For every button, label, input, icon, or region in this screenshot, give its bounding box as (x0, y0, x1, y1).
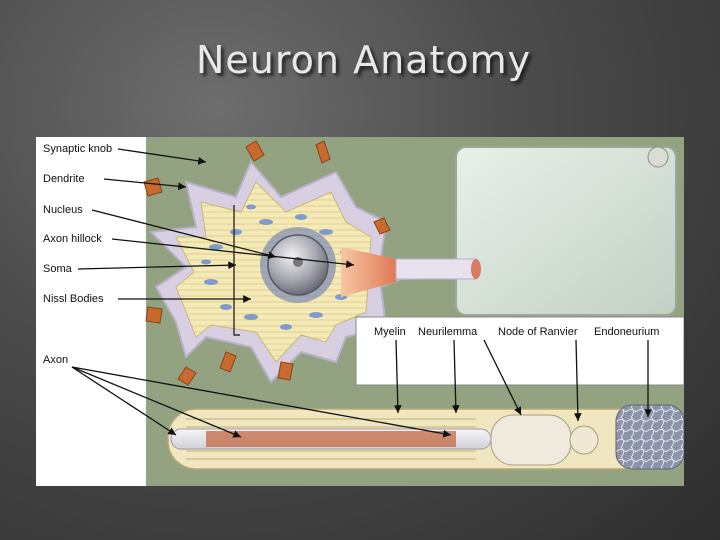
label-nucleus: Nucleus (43, 204, 83, 216)
label-neurilemma: Neurilemma (418, 326, 478, 338)
slide-title: Neuron Anatomy (196, 38, 532, 82)
neuron-diagram: Synaptic knob Dendrite Nucleus Axon hill… (36, 137, 684, 486)
arrow-axon-1 (71, 366, 177, 436)
endoneurium (615, 404, 684, 470)
arrow-neurilemma (451, 339, 460, 414)
synaptic-knobs (143, 140, 391, 386)
axon-hillock (341, 247, 396, 297)
arrow-synaptic-knob (117, 148, 207, 165)
label-endoneurium: Endoneurium (594, 326, 659, 338)
label-myelin: Myelin (374, 326, 406, 338)
arrow-axon-3 (71, 366, 452, 438)
arrow-axon-2 (71, 366, 242, 438)
arrow-nucleus (91, 209, 277, 259)
arrow-myelin (393, 339, 402, 414)
neuron-model-photo: Synaptic knob Dendrite Nucleus Axon hill… (36, 137, 684, 486)
label-synaptic-knob: Synaptic knob (43, 143, 112, 155)
label-dendrite: Dendrite (43, 173, 85, 185)
label-nissl-bodies: Nissl Bodies (43, 293, 104, 305)
label-panel (36, 137, 146, 486)
arrow-soma (77, 261, 237, 270)
label-axon: Axon (43, 354, 68, 366)
nissl-bodies (201, 204, 361, 330)
arrow-node-of-ranvier (483, 339, 522, 416)
leader-arrows (71, 148, 652, 438)
label-node-of-ranvier: Node of Ranvier (498, 326, 578, 338)
arrow-axon-hillock (111, 238, 355, 269)
right-label-box (355, 316, 684, 386)
arrow-dendrite (103, 178, 187, 191)
label-soma: Soma (43, 263, 73, 275)
myelin-layers (186, 418, 476, 460)
arrow-node-of-ranvier-2 (573, 339, 582, 422)
glass-plate (455, 146, 677, 316)
soma-bracket (233, 205, 240, 336)
label-axon-hillock: Axon hillock (43, 233, 102, 245)
